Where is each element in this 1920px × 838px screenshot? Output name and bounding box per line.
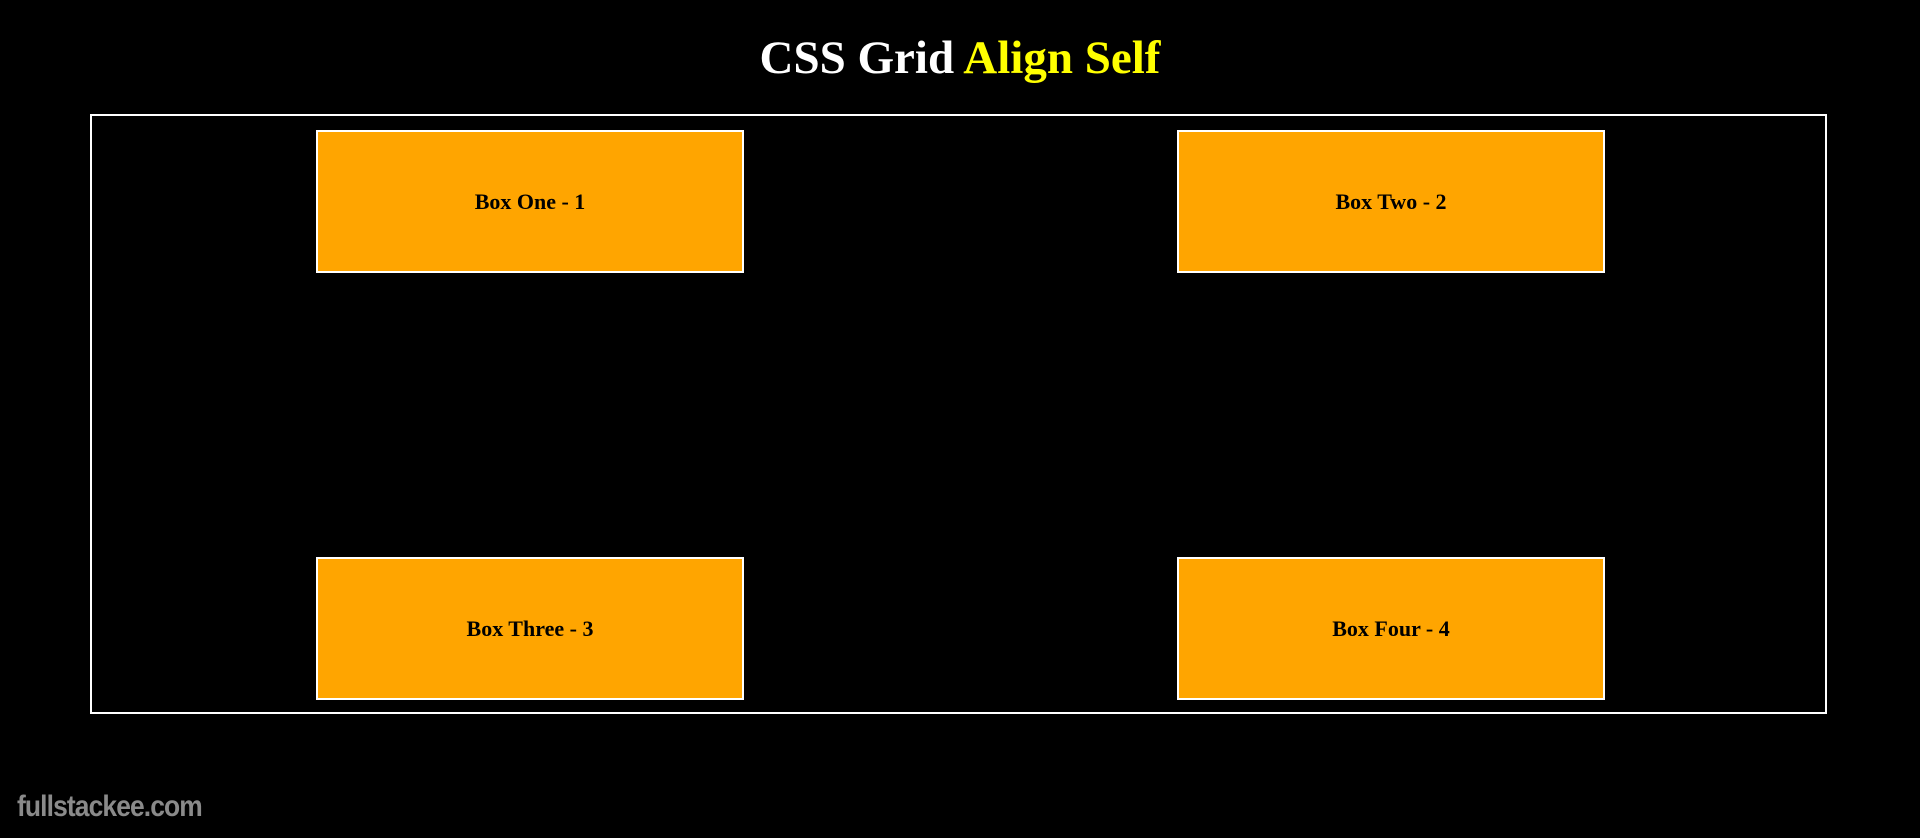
title-main: CSS Grid — [759, 32, 955, 84]
box-three-label: Box Three - 3 — [466, 615, 594, 641]
box-one: Box One - 1 — [316, 130, 744, 273]
box-one-label: Box One - 1 — [474, 188, 586, 214]
title-accent: Align Self — [963, 32, 1161, 84]
box-two-label: Box Two - 2 — [1335, 188, 1447, 214]
box-four: Box Four - 4 — [1177, 557, 1605, 700]
box-four-label: Box Four - 4 — [1332, 615, 1450, 641]
watermark-logo: fullstackee.com — [17, 790, 203, 823]
box-two: Box Two - 2 — [1177, 130, 1605, 273]
box-three: Box Three - 3 — [316, 557, 744, 700]
page-title: CSS Grid Align Self — [0, 28, 1920, 88]
grid-container: Box One - 1 Box Two - 2 Box Three - 3 Bo… — [90, 114, 1827, 714]
